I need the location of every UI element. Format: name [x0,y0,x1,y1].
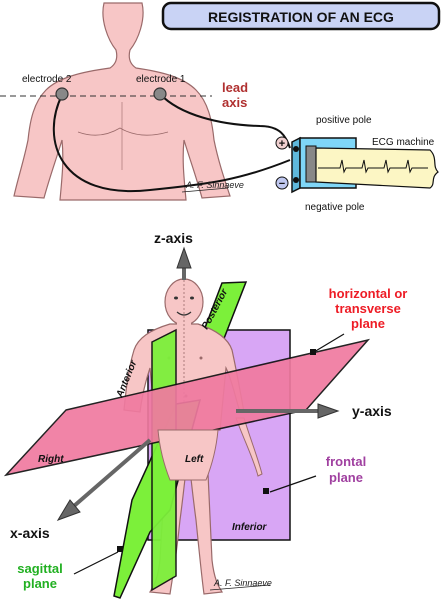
top-signature: A. F. Sinnaeve [185,180,244,190]
figure-mouth [176,311,192,316]
frontal-plane-pointer-end [263,488,269,494]
y-axis-label: y-axis [352,403,392,419]
lead-axis-label-line1: lead [222,80,248,95]
top-signature-underline [181,187,229,193]
horizontal-plane-pointer-end [310,349,316,355]
electrode-1-dot [153,87,167,101]
inferior-label: Inferior [232,522,268,533]
figure-nipple-right [199,356,203,360]
figure-hips-front [157,429,219,481]
horizontal-plane-label-line2: transverse [335,301,401,316]
minus-symbol: − [279,178,285,190]
x-axis-label: x-axis [10,525,50,541]
bottom-signature-underline [209,584,271,591]
horizontal-plane-label-line1: horizontal or [329,286,408,301]
wire-electrode-1 [159,93,291,149]
x-axis [56,438,152,521]
electrode-1-label: electrode 1 [136,74,186,85]
negative-terminal [293,177,299,183]
figure-eye-right [190,296,194,300]
plus-marker [275,136,289,150]
right-label: Right [38,454,64,465]
bottom-signature: A. F. Sinnaeve [213,578,272,588]
page-title: REGISTRATION OF AN ECG [208,9,394,25]
frontal-plane-pointer [269,475,317,493]
figure-eye-left [174,296,178,300]
chest-line [77,127,169,136]
z-axis-label: z-axis [154,230,193,246]
sagittal-plane-label-line2: plane [23,576,57,591]
negative-pole-label: negative pole [305,202,365,213]
figure-arm-right [235,417,263,477]
title-box: REGISTRATION OF AN ECG [161,1,441,31]
torso-silhouette [13,2,231,201]
sagittal-plane-label-line1: sagittal [17,561,63,576]
frontal-plane-label-line2: plane [329,470,363,485]
frontal-plane-label-line1: frontal [326,454,366,469]
plus-symbol: + [279,138,285,150]
sagittal-plane-pointer-end [117,546,123,552]
y-axis [236,403,340,419]
sagittal-plane-pointer [73,551,119,575]
ecg-machine [291,136,439,194]
wire-electrode-2 [52,94,291,193]
electrode-2-label: electrode 2 [22,74,72,85]
ecg-machine-label: ECG machine [372,137,435,148]
horizontal-plane-label-line3: plane [351,316,385,331]
z-axis [176,246,192,280]
positive-pole-label: positive pole [316,115,372,126]
ecg-trace [318,159,428,174]
minus-marker [275,176,289,190]
lead-axis-label-line2: axis [222,95,247,110]
left-label: Left [185,454,204,465]
electrode-2-dot [55,87,69,101]
horizontal-plane-pointer [313,333,345,353]
positive-terminal [293,146,299,152]
